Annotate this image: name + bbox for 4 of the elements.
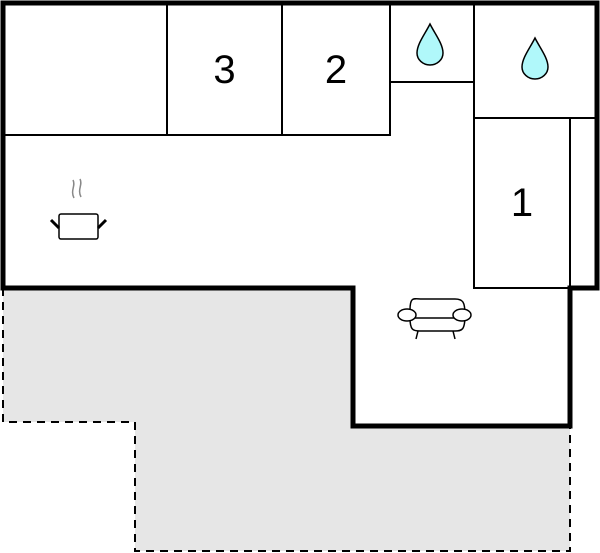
room-number: 1 [510,183,534,223]
room [473,117,571,289]
room-number: 3 [213,50,236,90]
room-number: 2 [324,50,348,90]
